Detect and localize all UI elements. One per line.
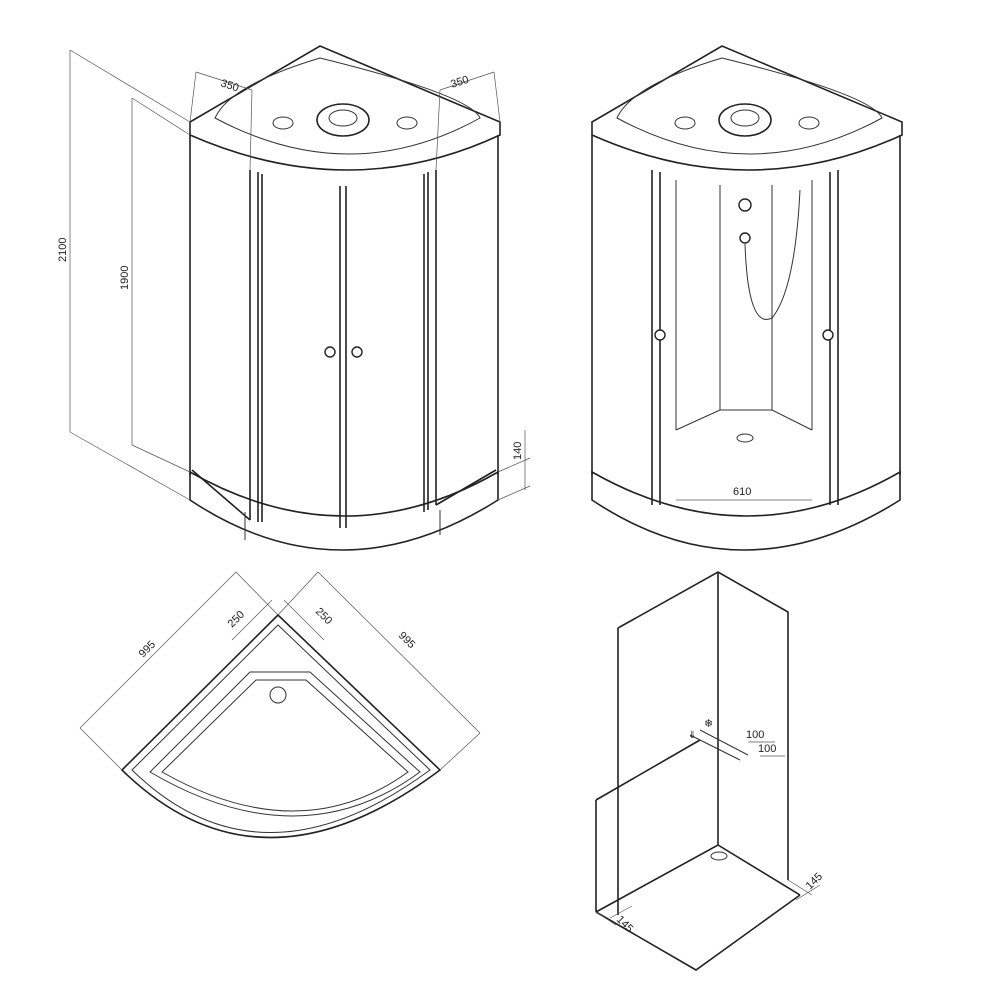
dim-label-250-left: 250 — [226, 609, 247, 630]
hand-shower-icon — [739, 232, 751, 244]
dim-line-350-right — [435, 71, 501, 171]
plan-view: 250 250 995 995 — [79, 571, 481, 839]
dim-line-2100 — [69, 49, 191, 501]
drain-icon — [710, 851, 728, 861]
dim-label-995-right: 995 — [396, 630, 417, 651]
mixer-icon — [738, 198, 752, 212]
installation-view: ⇓ ❄ 100 100 145 145 — [595, 571, 825, 971]
roof-outline — [591, 45, 903, 171]
wall-corner — [595, 571, 789, 915]
dim-label-610: 610 — [733, 486, 751, 498]
tray-outline — [120, 613, 442, 839]
rain-shower-icon — [718, 103, 772, 137]
dim-label-145-left: 145 — [614, 914, 635, 935]
back-wall — [675, 180, 813, 431]
front-view-open: 610 — [591, 45, 903, 551]
dim-label-100-b: 100 — [758, 743, 776, 755]
dim-label-350-left: 350 — [219, 77, 240, 94]
tray-inner — [149, 671, 421, 817]
dim-line-140 — [497, 430, 531, 501]
roof-light-right — [396, 116, 418, 130]
drain-icon — [269, 686, 287, 704]
dim-label-250-right: 250 — [313, 606, 334, 627]
water-outlet-icon: ⇓ — [688, 730, 696, 741]
dim-label-1900: 1900 — [119, 266, 131, 290]
shower-hose — [744, 189, 801, 320]
dim-line-995-left — [79, 571, 279, 771]
floor-outline — [595, 844, 801, 971]
drain-icon — [736, 433, 754, 443]
left-side-panel — [189, 135, 251, 521]
sliding-door-left — [257, 172, 341, 528]
dim-label-2100: 2100 — [57, 238, 69, 262]
door-handle-left — [324, 346, 336, 358]
right-side-panel — [435, 135, 499, 506]
side-panels — [591, 135, 901, 505]
dim-line-1900 — [131, 97, 191, 473]
dim-label-350-right: 350 — [449, 74, 470, 91]
sliding-door-right — [345, 172, 429, 528]
dim-label-145-right: 145 — [804, 871, 825, 892]
rain-shower-icon — [316, 103, 370, 137]
roof-outline — [189, 45, 501, 171]
roof-light-left — [272, 116, 294, 130]
door-handle-right — [351, 346, 363, 358]
dim-line-995-right — [277, 571, 481, 771]
dim-label-140: 140 — [512, 442, 524, 460]
front-view-closed: 350 350 2100 1900 140 — [57, 45, 531, 551]
snowflake-icon: ❄ — [704, 718, 713, 730]
roof-dome — [214, 57, 481, 155]
shower-tray-base — [189, 470, 499, 551]
dim-line-350-left — [189, 71, 253, 171]
shower-tray-base — [591, 470, 901, 551]
dim-label-100-a: 100 — [746, 729, 764, 741]
dim-label-995-left: 995 — [137, 639, 158, 660]
